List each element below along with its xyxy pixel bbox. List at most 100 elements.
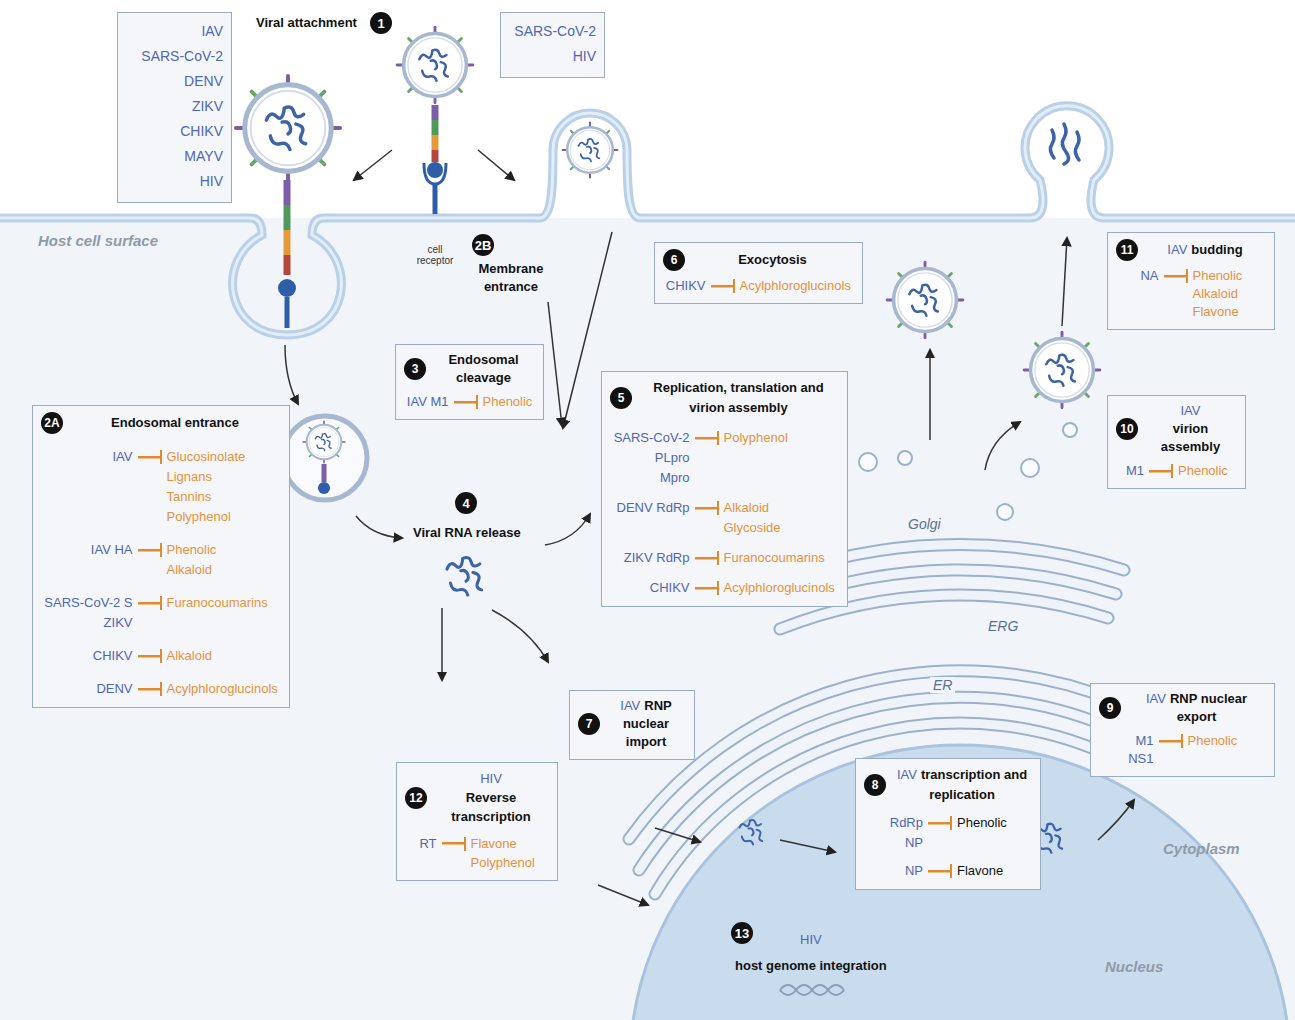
target-list: IAV [44, 447, 133, 467]
callout-number: 4 [455, 492, 477, 514]
compound-class: Alkaloid [167, 560, 279, 580]
inhibition-bar [695, 431, 719, 445]
compound-class: Tannins [167, 487, 279, 507]
compound-class: Alkaloid [724, 498, 836, 518]
callout-number: 1 [370, 12, 392, 34]
step-title: transcription and replication [921, 767, 1027, 802]
heading-text: IAV budding [1144, 241, 1266, 259]
inhibition-row: IAV GlucosinolateLignansTanninsPolyphenol [41, 447, 281, 527]
viral-target: IAV [44, 447, 133, 467]
compound-list: FlavonePolyphenol [471, 834, 536, 872]
panel-heading: 3Endosomal cleavage [404, 351, 535, 387]
inhibition-bar [138, 682, 162, 696]
step-title: virion assembly [1161, 421, 1220, 454]
step-title: RNP nuclear export [1170, 691, 1247, 724]
compound-class: Phenolic [1178, 462, 1228, 480]
viral-target: M1 [1128, 732, 1154, 750]
panel-heading: 9 IAV RNP nuclear export [1099, 690, 1266, 726]
organelle-label: ERG [985, 618, 1021, 634]
compound-class: Flavone [1193, 303, 1243, 321]
inhibition-row: M1 Phenolic [1116, 462, 1237, 480]
compound-class: Acylphloroglucinols [724, 578, 836, 598]
target-list: CHIKV [666, 277, 706, 295]
inhibition-row: M1NS1Phenolic [1099, 732, 1266, 768]
compound-class: Alkaloid [1193, 285, 1243, 303]
target-list: DENV [44, 679, 133, 699]
target-list: CHIKV [614, 578, 690, 598]
region-label: Nucleus [1105, 958, 1163, 975]
virus-name: IAV [897, 767, 917, 782]
heading-text: Endosomal cleavage [432, 351, 535, 387]
panel-box: 5Replication, translation and virion ass… [601, 371, 848, 607]
inhibition-bar [138, 450, 162, 464]
inhibition-row: DENV RdRpAlkaloidGlycoside [610, 498, 839, 538]
panel-heading: 8 IAV transcription and replication [864, 765, 1032, 805]
compound-class: Flavone [471, 834, 536, 853]
compound-class: Alkaloid [167, 646, 279, 666]
viral-target: IAV M1 [407, 393, 449, 411]
compound-list: Phenolic [957, 813, 1007, 833]
inhibition-row: RT FlavonePolyphenol [405, 834, 549, 872]
viral-target: SARS-CoV-2 S [44, 593, 133, 613]
compound-class: Phenolic [957, 813, 1007, 833]
target-list: CHIKV [44, 646, 133, 666]
virus-name: HIV [433, 769, 549, 788]
target-list: DENV RdRp [614, 498, 690, 518]
inhibition-row: RdRpNPPhenolic [864, 813, 1032, 853]
region-label: Cytoplasm [1163, 840, 1240, 857]
inhibition-row: SARS-CoV-2 SZIKVFuranocoumarins [41, 593, 281, 633]
compound-class: Polyphenol [471, 853, 536, 872]
panel-box: 11IAVbuddingNAPhenolicAlkaloidFlavone [1107, 232, 1275, 330]
viral-target: RT [419, 834, 437, 853]
heading-text: Endosomal entrance [69, 413, 281, 433]
panel-heading: 2AEndosomal entrance [41, 412, 281, 434]
virus-name: CHIKV [126, 119, 223, 144]
viral-target: NP [889, 861, 923, 881]
virus-name: IAV [1146, 691, 1166, 706]
callout-number: 8 [864, 774, 886, 796]
inhibition-row: CHIKVAcylphloroglucinols [663, 277, 854, 295]
heading-text: HIVReverse transcription [433, 769, 549, 826]
heading-text: Exocytosis [691, 251, 854, 269]
target-list: IAV M1 [407, 393, 449, 411]
inhibition-row: SARS-CoV-2PLproMproPolyphenol [610, 428, 839, 488]
organelle-label: ER [930, 677, 955, 693]
compound-list: GlucosinolateLignansTanninsPolyphenol [167, 447, 279, 527]
target-list: NA [1140, 267, 1159, 285]
compound-list: Polyphenol [724, 428, 836, 448]
region-label: Host cell surface [38, 232, 158, 249]
inhibition-bar [138, 596, 162, 610]
step-title: Endosomal cleavage [448, 352, 518, 385]
inhibition-row: IAV M1 Phenolic [404, 393, 535, 411]
viral-target: DENV [44, 679, 133, 699]
callout-number: 6 [663, 249, 685, 271]
inhibition-bar [138, 649, 162, 663]
compound-list: Acylphloroglucinols [167, 679, 279, 699]
compound-class: Flavone [957, 861, 1007, 881]
panel-box: 10IAVvirion assemblyM1Phenolic [1107, 395, 1246, 489]
panel-box: 9 IAV RNP nuclear exportM1NS1Phenolic [1090, 683, 1275, 777]
compound-class: Phenolic [483, 393, 533, 411]
inhibition-bar [138, 543, 162, 557]
heading-text: IAV RNP nuclear export [1127, 690, 1266, 726]
viral-target: RdRp [889, 813, 923, 833]
viral-target: NS1 [1128, 750, 1154, 768]
step-title: budding [1191, 242, 1242, 257]
panel-box: SARS-CoV-2HIV [500, 12, 605, 78]
compound-class: Lignans [167, 467, 279, 487]
compound-list: Furanocoumarins [724, 548, 836, 568]
panel-box: 7IAVRNP nuclear import [569, 690, 695, 760]
heading-text: IAVvirion assembly [1144, 402, 1237, 456]
virus-name: IAV [1167, 242, 1187, 257]
step-title: Exocytosis [738, 252, 807, 267]
virus-name: DENV [126, 69, 223, 94]
callout-number: 9 [1099, 697, 1121, 719]
compound-class: Polyphenol [167, 507, 279, 527]
part-label: cell receptor [410, 244, 460, 266]
panel-heading: 6 Exocytosis [663, 249, 854, 271]
compound-class: Phenolic [1193, 267, 1243, 285]
panel-box: 12HIVReverse transcriptionRT FlavonePolyp… [396, 762, 558, 881]
viral-target: M1 [1125, 462, 1144, 480]
panel-heading: 12HIVReverse transcription [405, 769, 549, 826]
step-label: Membrane entrance [466, 260, 556, 296]
